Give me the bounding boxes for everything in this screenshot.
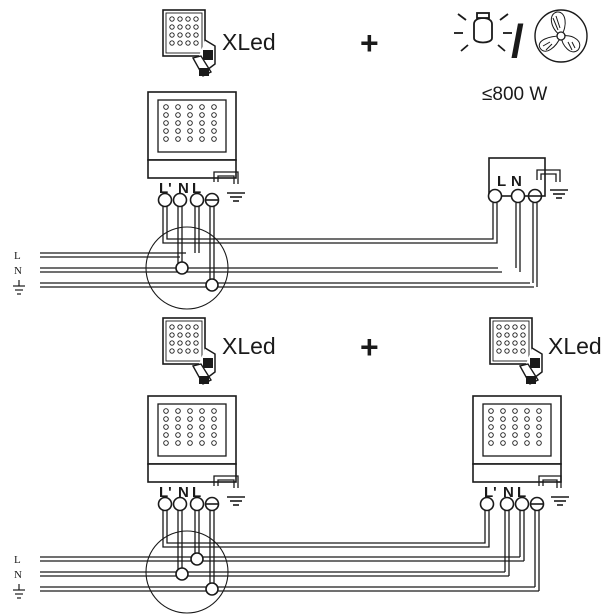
ground-icon-top-left — [226, 192, 246, 202]
connector-dot — [205, 278, 219, 292]
floodlight-icon — [162, 317, 216, 385]
bus-label-l: L — [14, 554, 21, 566]
terminal-label-n: N — [503, 484, 514, 501]
bottom-right-terminals — [479, 496, 545, 512]
connector-dot — [175, 261, 189, 275]
bottom-right-device-label: XLed — [548, 333, 602, 359]
bus-label-n: N — [14, 569, 22, 581]
sensor-module-icon — [472, 395, 562, 483]
bottom-left-device-label: XLed — [222, 333, 276, 359]
connector-dot — [175, 567, 189, 581]
terminal-label-l: L — [192, 180, 201, 197]
top-right-terminals — [487, 188, 543, 204]
terminal-label-n: N — [178, 180, 189, 197]
junction-circle-top — [145, 226, 229, 310]
terminal-label-l: L — [192, 484, 201, 501]
terminal-label-l-prime: L' — [159, 180, 172, 197]
bottom-left-terminal-labels: L' N L — [159, 484, 201, 501]
bus-label-l: L — [14, 250, 21, 262]
top-left-device-label: XLed — [222, 29, 276, 55]
connector-dot — [205, 582, 219, 596]
fan-icon — [534, 9, 588, 63]
bottom-wiring — [40, 475, 562, 592]
bus-label-n: N — [14, 265, 22, 277]
right-terminal-label-l: L — [497, 173, 506, 190]
plus-sign-bottom: + — [360, 329, 379, 365]
terminal-label-l: L — [517, 484, 526, 501]
power-limit-label: ≤800 W — [482, 84, 547, 105]
top-wiring — [40, 169, 561, 288]
terminal-label-n: N — [178, 484, 189, 501]
bottom-section: XLed + XLed L' N L L' N L — [13, 317, 602, 614]
floodlight-icon — [489, 317, 543, 385]
plus-sign-top: + — [360, 25, 379, 61]
sensor-module-icon — [147, 91, 237, 179]
ground-icon-bottom-right — [550, 496, 570, 506]
sensor-module-icon — [147, 395, 237, 483]
right-terminal-label-n: N — [511, 173, 522, 190]
top-section: XLed + / ≤800 W — [13, 9, 588, 310]
ground-icon-top-right — [549, 189, 569, 199]
junction-circle-bottom — [145, 530, 229, 614]
connector-dot — [190, 552, 204, 566]
lamp-icon — [454, 12, 512, 52]
terminal-label-l-prime: L' — [159, 484, 172, 501]
slash: / — [511, 15, 524, 67]
ground-icon-bottom-left — [226, 496, 246, 506]
top-left-terminal-labels: L' N L — [159, 180, 201, 197]
floodlight-icon — [162, 9, 216, 77]
ground-icon-bus-bottom — [13, 584, 25, 599]
ground-icon-bus-top — [13, 280, 25, 295]
